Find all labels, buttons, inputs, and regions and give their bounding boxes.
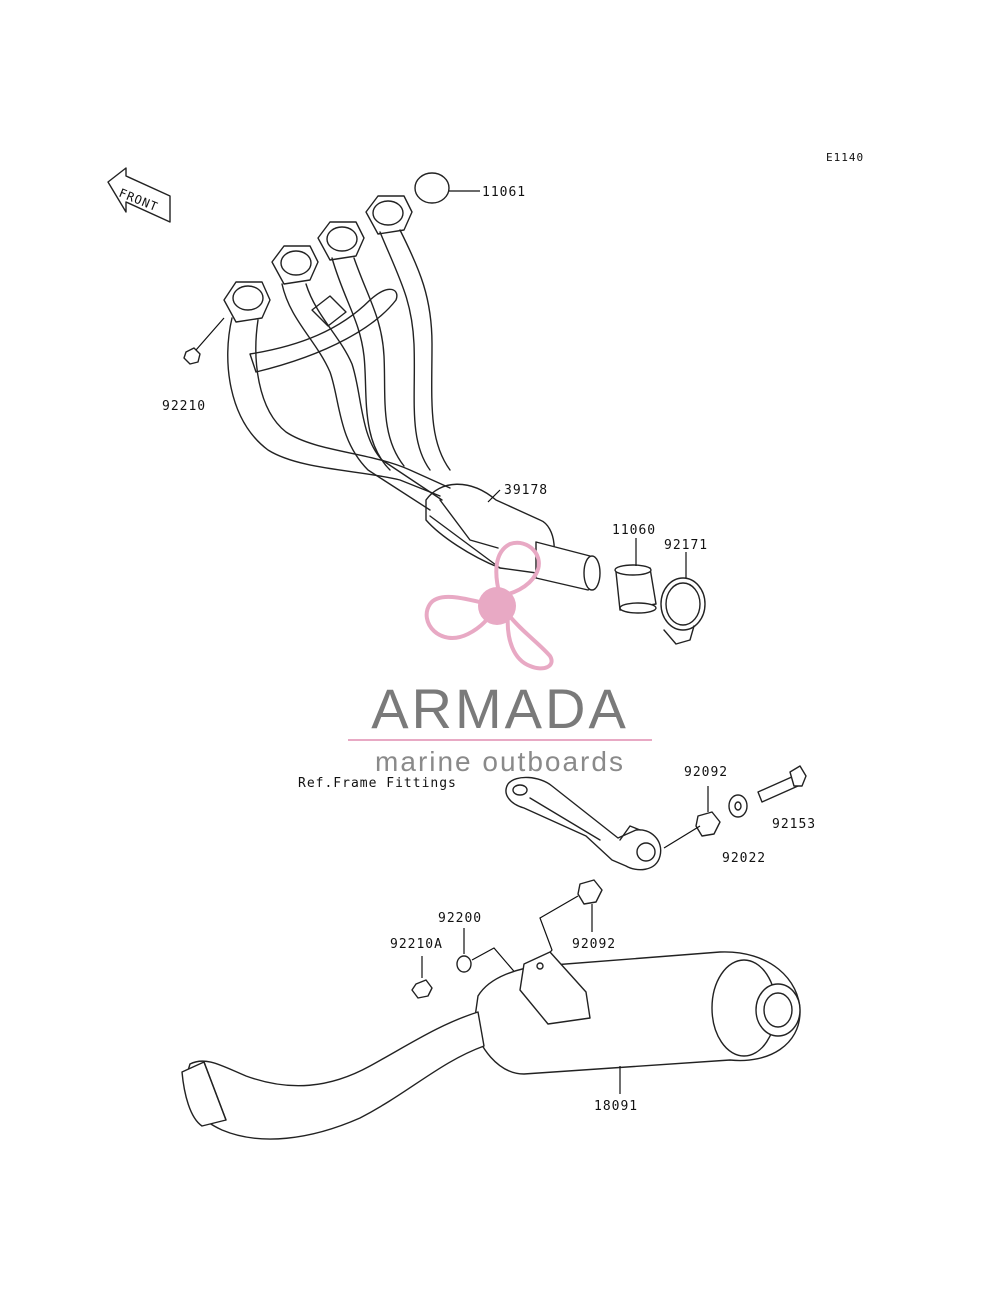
label-11061: 11061 xyxy=(482,185,526,200)
gasket-sleeve-11060-icon xyxy=(614,564,657,614)
collar-92092-top-icon xyxy=(695,811,721,837)
label-92092-bottom: 92092 xyxy=(572,937,616,952)
muffler-bracket-icon xyxy=(505,776,662,871)
label-92022: 92022 xyxy=(722,851,766,866)
washer-92200-icon xyxy=(456,955,472,973)
label-92210A: 92210A xyxy=(390,937,443,952)
label-92153: 92153 xyxy=(772,817,816,832)
label-92092-top: 92092 xyxy=(684,765,728,780)
exhaust-header-pipes-39178 xyxy=(223,195,601,591)
armada-watermark: ARMADA marine outboards xyxy=(348,540,652,777)
reference-note: Ref.Frame Fittings xyxy=(298,776,457,791)
front-direction-arrow: FRONT xyxy=(107,167,171,223)
washer-92022-icon xyxy=(728,794,748,818)
watermark-tagline: marine outboards xyxy=(375,746,625,777)
label-39178: 39178 xyxy=(504,483,548,498)
bolt-92153-icon xyxy=(757,765,807,803)
nut-92210-icon xyxy=(183,347,201,365)
collar-92092-bottom-icon xyxy=(577,879,603,905)
clamp-92171-icon xyxy=(660,577,706,645)
watermark-brand: ARMADA xyxy=(371,677,629,740)
gasket-11061-icon xyxy=(414,172,450,204)
muffler-18091-icon xyxy=(181,951,801,1140)
label-11060: 11060 xyxy=(612,523,656,538)
diagram-code: E1140 xyxy=(826,151,864,164)
label-92171: 92171 xyxy=(664,538,708,553)
propeller-logo-icon xyxy=(424,540,554,671)
label-92210: 92210 xyxy=(162,399,206,414)
label-92200: 92200 xyxy=(438,911,482,926)
label-18091: 18091 xyxy=(594,1099,638,1114)
nut-92210A-icon xyxy=(411,979,433,999)
